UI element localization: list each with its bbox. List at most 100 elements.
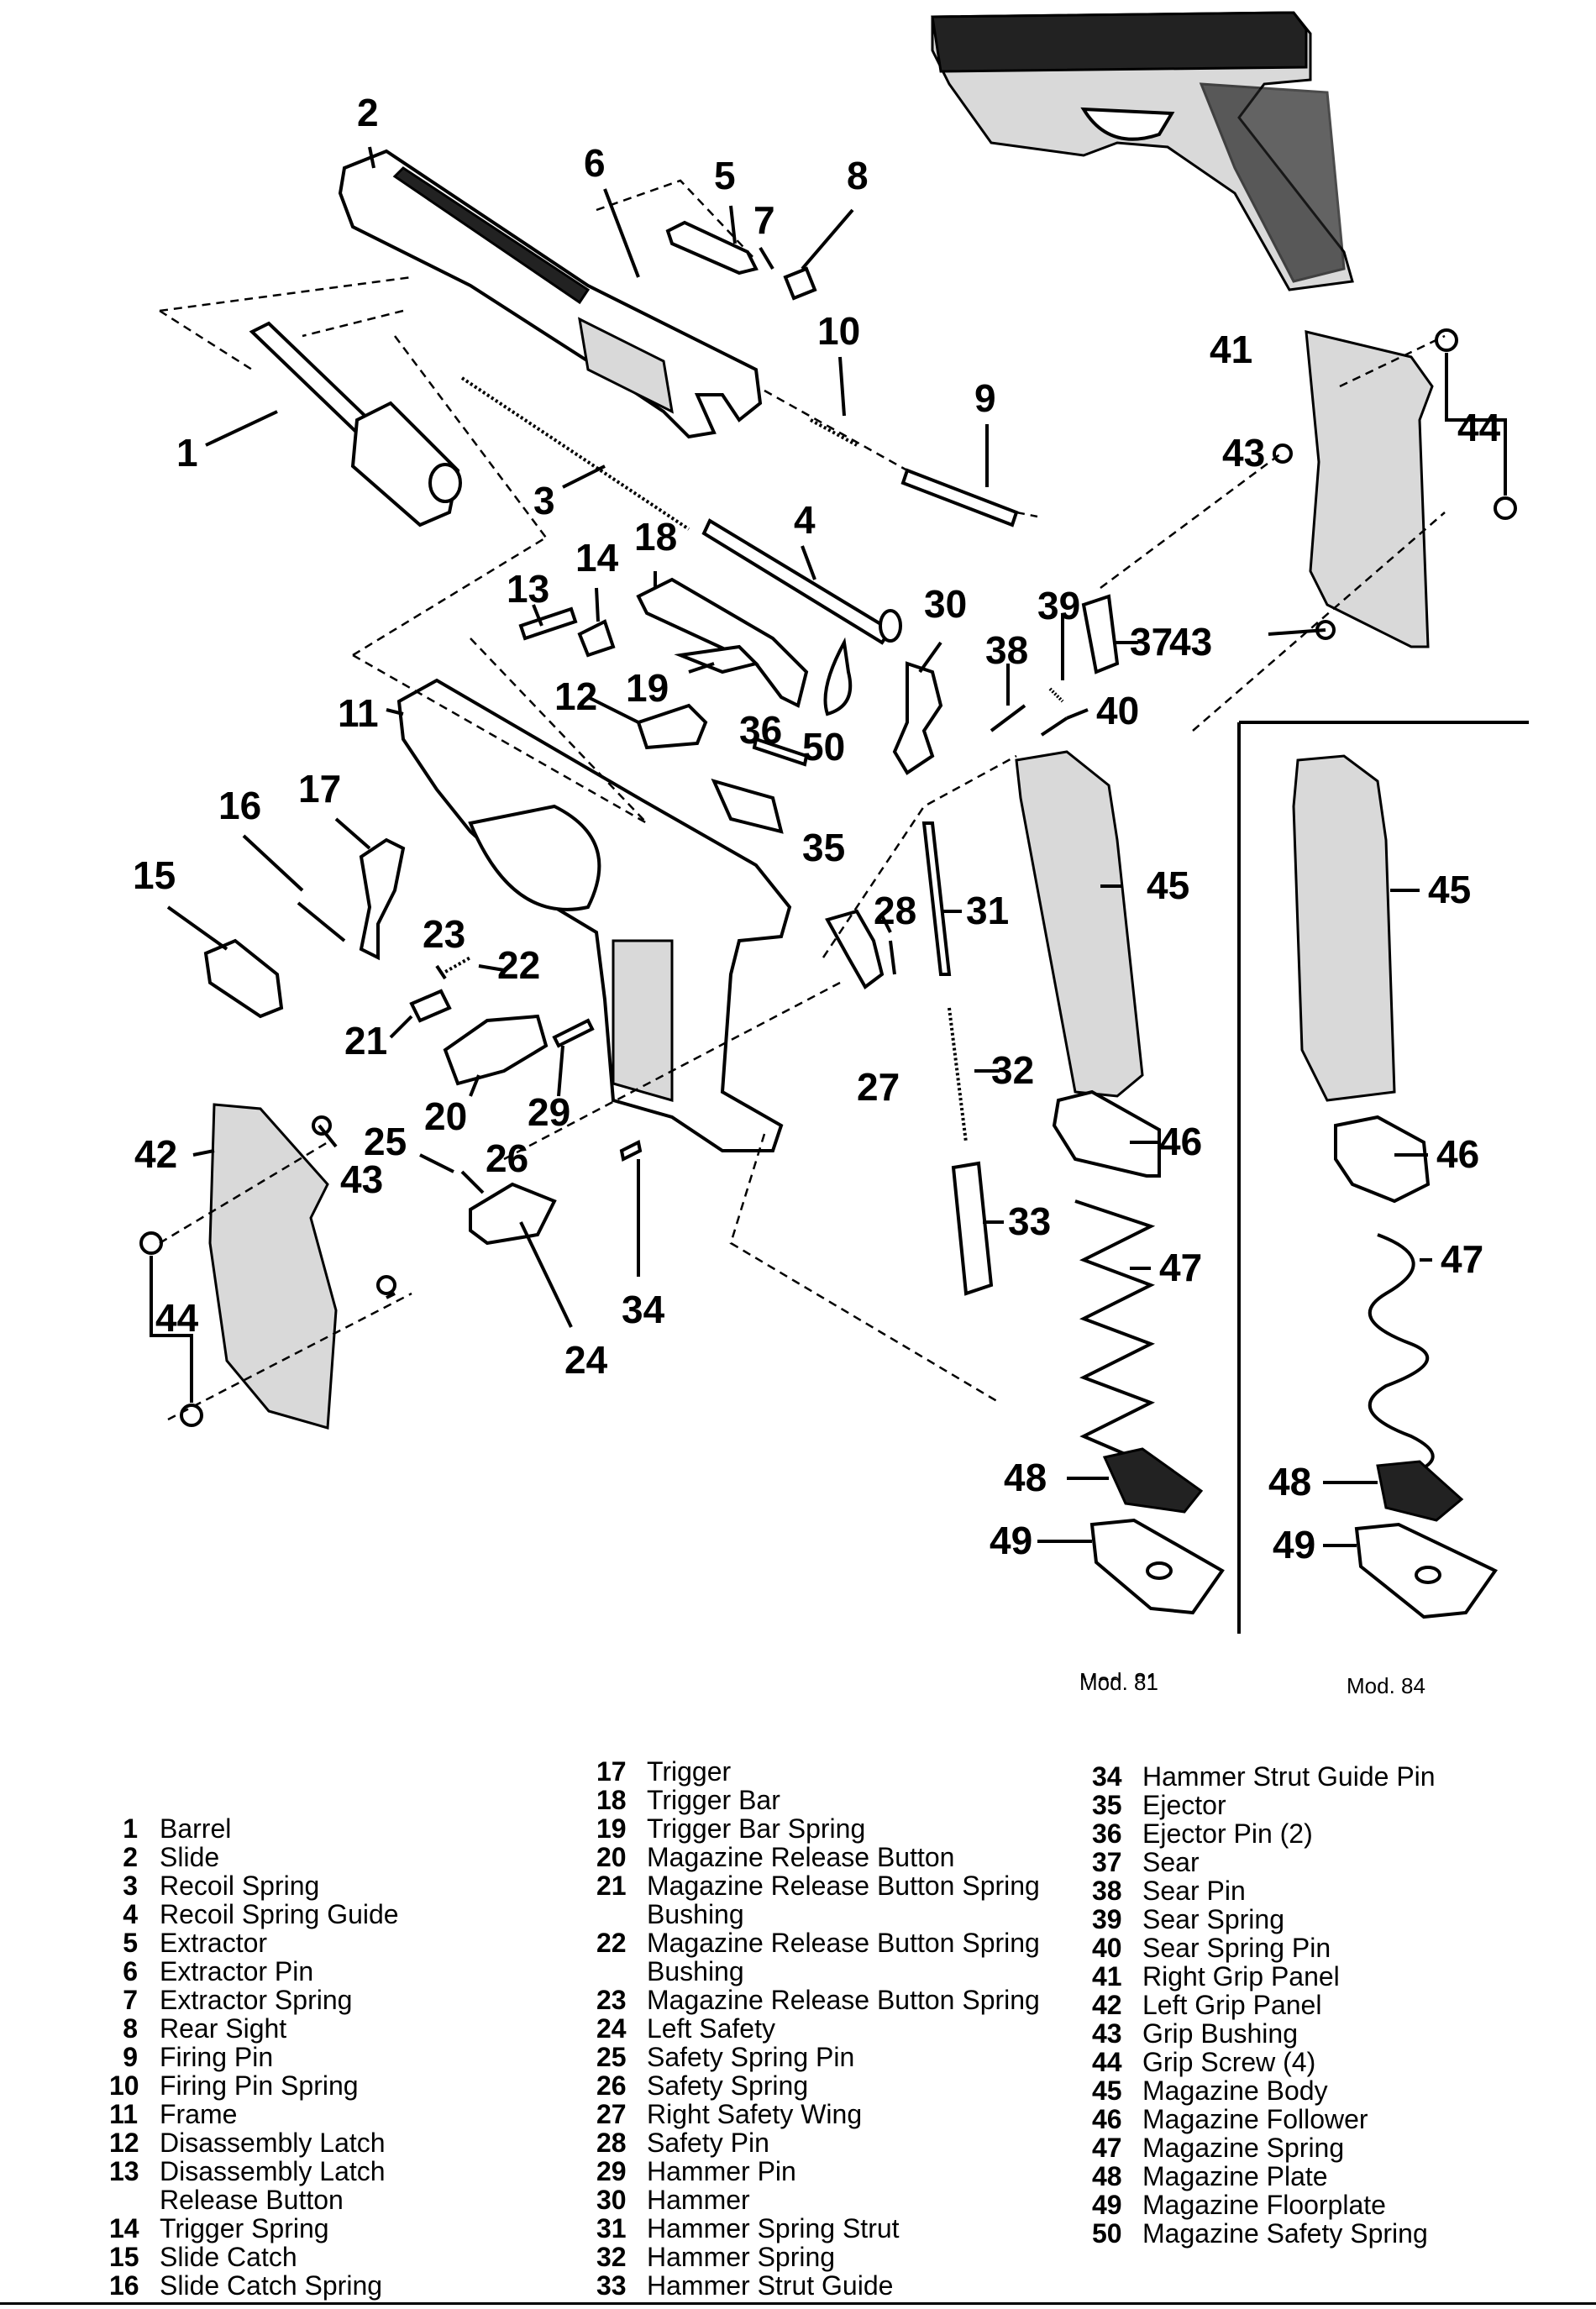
trigger-part	[359, 837, 406, 961]
callout-18: 18	[634, 515, 677, 559]
magazine-release-bushing-part	[409, 989, 452, 1023]
legend-part-name: Safety Pin	[647, 2128, 769, 2158]
legend-part-number: 35	[1092, 1790, 1122, 1820]
callout-48b: 48	[1268, 1460, 1311, 1503]
callout-2: 2	[357, 91, 379, 134]
disassembly-latch-part	[636, 703, 708, 750]
safety-pin-part	[889, 940, 896, 975]
callout-47b: 47	[1441, 1237, 1483, 1281]
callout-10: 10	[817, 309, 860, 353]
legend-part-number: 28	[596, 2128, 627, 2158]
callout-26: 26	[486, 1136, 528, 1180]
legend-part-name: Sear Spring Pin	[1142, 1933, 1331, 1963]
sear-part	[1081, 594, 1120, 674]
callout-43c: 43	[340, 1157, 383, 1201]
legend-part-number: 26	[596, 2070, 627, 2101]
grip-screw-part	[1494, 496, 1517, 520]
legend-part-number: 47	[1092, 2133, 1122, 2163]
callout-27: 27	[857, 1065, 900, 1109]
callout-leader-lines	[150, 146, 1507, 1547]
legend-row: Bushing	[596, 1900, 1040, 1929]
slide-catch-part	[203, 938, 284, 1019]
legend-part-name: Trigger	[647, 1756, 732, 1787]
legend-part-name: Right Grip Panel	[1142, 1961, 1340, 1992]
callout-48a: 48	[1004, 1456, 1047, 1499]
legend-part-name: Bushing	[647, 1956, 744, 1986]
callout-33: 33	[1008, 1199, 1051, 1243]
legend-part-name: Frame	[160, 2099, 238, 2129]
callout-43b: 43	[1169, 620, 1212, 664]
legend-part-number: 14	[109, 2213, 139, 2243]
callout-39: 39	[1037, 584, 1080, 627]
left-grip-panel-part	[208, 1103, 338, 1430]
legend-part-name: Magazine Body	[1142, 2075, 1328, 2106]
callout-15: 15	[133, 853, 176, 897]
magazine-release-button-part	[443, 1014, 549, 1086]
legend-part-number: 1	[123, 1813, 138, 1844]
legend-part-name: Recoil Spring Guide	[160, 1899, 399, 1929]
callout-35: 35	[802, 826, 845, 869]
recoil-spring-guide-part	[701, 518, 902, 645]
callout-1: 1	[176, 431, 198, 475]
left-safety-part	[469, 1182, 557, 1246]
legend-part-name: Left Safety	[647, 2013, 775, 2044]
legend-part-name: Magazine Release Button Spring	[647, 1985, 1040, 2015]
legend-part-number: 39	[1092, 1904, 1122, 1934]
legend-part-name: Hammer Pin	[647, 2156, 796, 2186]
legend-part-number: 33	[596, 2270, 627, 2301]
hammer-strut-guide-part	[951, 1161, 994, 1296]
model-label-mod81-text: Mod. 81	[1079, 1670, 1158, 1695]
disassembly-latch-release-part	[518, 606, 578, 641]
callout-41: 41	[1210, 328, 1252, 371]
firing-pin-part	[900, 468, 1019, 527]
callout-13: 13	[507, 567, 549, 611]
callout-24: 24	[564, 1338, 608, 1382]
legend-part-name: Safety Spring	[647, 2070, 809, 2101]
legend-part-number: 36	[1092, 1818, 1122, 1849]
magazine-plate-mod84-part	[1376, 1460, 1464, 1522]
legend-part-number: 34	[1092, 1761, 1122, 1792]
legend-part-number: 40	[1092, 1933, 1122, 1963]
callout-21: 21	[344, 1019, 387, 1063]
legend-part-name: Trigger Bar	[647, 1785, 780, 1815]
legend-part-number: 5	[123, 1928, 138, 1958]
callout-44a: 44	[1457, 406, 1501, 449]
callout-45b: 45	[1428, 868, 1471, 911]
magazine-safety-spring-part	[823, 637, 853, 716]
legend-part-name: Hammer Strut Guide Pin	[1142, 1761, 1436, 1792]
assembly-guide-lines	[159, 179, 1446, 1421]
model-label-mod81: Mod. 81	[1079, 1668, 1158, 1680]
legend-part-name: Disassembly Latch	[160, 2156, 386, 2186]
legend-row: 39 Sear Spring	[1092, 1905, 1436, 1934]
legend-part-number: 10	[109, 2070, 139, 2101]
legend-part-name: Sear Spring	[1142, 1904, 1284, 1934]
magazine-body-mod84-part	[1292, 754, 1396, 1102]
legend-part-name: Rear Sight	[160, 2013, 287, 2044]
hammer-strut-guide-pin-part	[619, 1140, 643, 1162]
model-divider-line	[1237, 721, 1529, 1634]
callout-22: 22	[497, 943, 540, 987]
callout-42: 42	[134, 1132, 177, 1176]
legend-part-number: 9	[123, 2042, 138, 2072]
legend-part-name: Right Safety Wing	[647, 2099, 863, 2129]
legend-part-number: 41	[1092, 1961, 1122, 1992]
callout-12: 12	[554, 674, 597, 718]
